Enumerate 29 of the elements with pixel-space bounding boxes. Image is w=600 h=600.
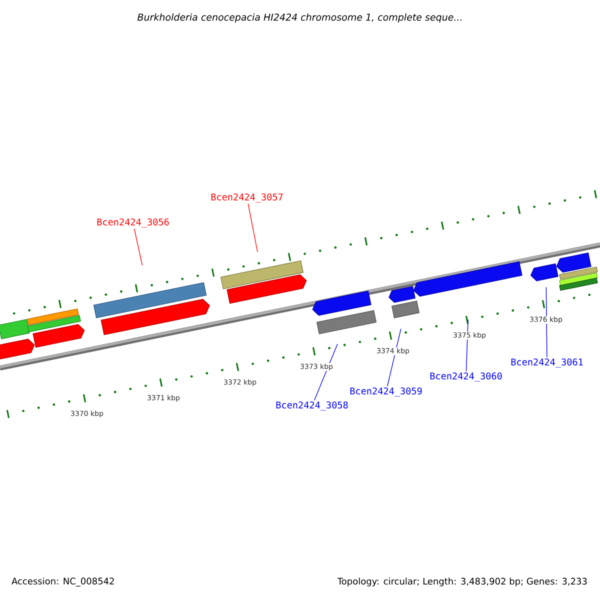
gene-feature [0,319,30,340]
leader-line [387,328,402,387]
genome-summary-text: Topology: circular; Length: 3,483,902 bp; Genes: 3,233 [337,578,587,586]
gene-label: Bcen2424_3059 [350,387,422,397]
gene-label: Bcen2424_3056 [97,218,169,228]
leader-line [546,286,548,358]
gene-feature [220,260,304,290]
leader-line [314,344,338,401]
leader-line [248,203,258,252]
gene-feature [0,338,35,361]
gene-feature [312,290,372,316]
gene-feature [559,278,598,291]
accession-text: Accession: NC_008542 [12,578,114,586]
title: Burkholderia cenocepacia HI2424 chromosome 1, complete seque... [138,13,462,23]
gene-feature [27,315,81,332]
gene-label: Bcen2424_3058 [276,401,348,411]
gene-feature [226,274,307,304]
gene-label: Bcen2424_3060 [430,372,502,382]
leader-line [134,228,143,266]
gene-feature [530,263,558,282]
gene-feature [32,324,85,348]
gene-label: Bcen2424_3057 [211,193,283,203]
gene-feature [388,286,416,303]
gene-feature [27,308,79,326]
gene-label: Bcen2424_3061 [511,358,583,368]
gene-feature [93,282,207,318]
gene-feature [413,261,522,297]
gene-feature [556,252,592,273]
gene-feature [100,298,210,336]
